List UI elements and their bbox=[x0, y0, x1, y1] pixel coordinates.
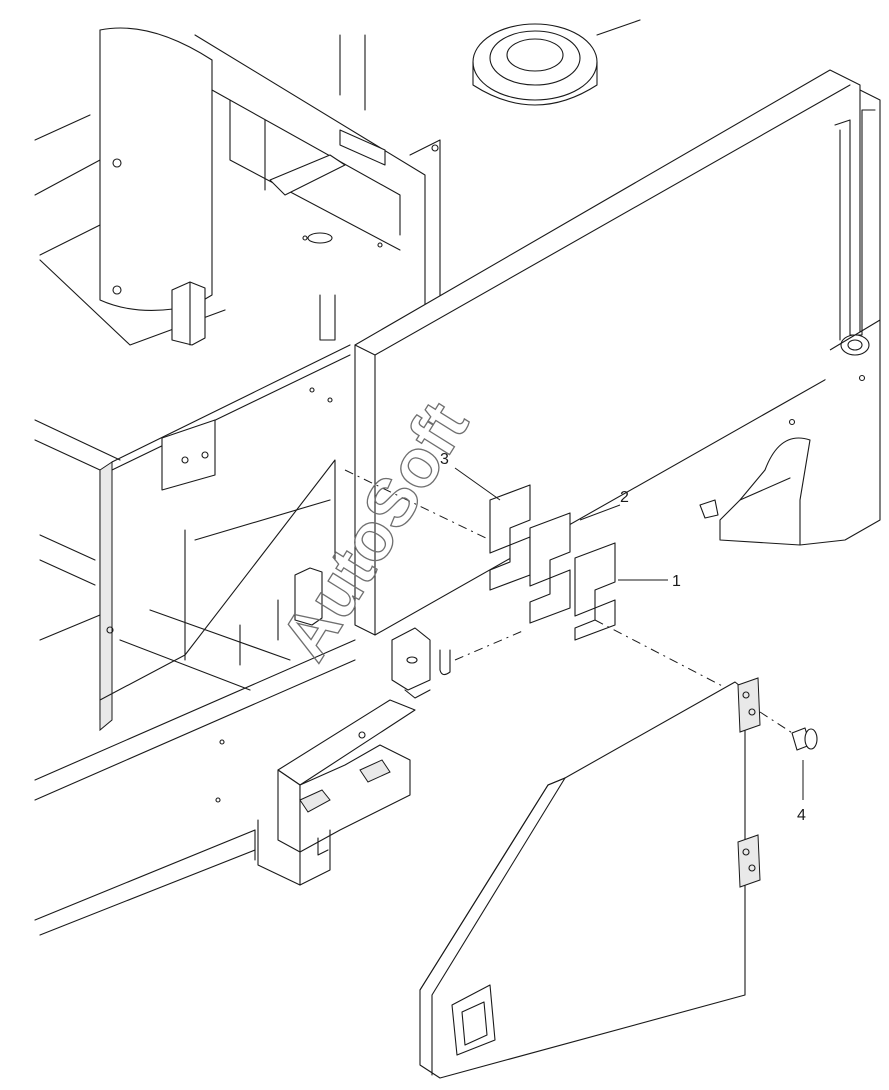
main-side-panel bbox=[354, 69, 881, 636]
hinge-mounting-bracket bbox=[257, 627, 451, 886]
callout-1: 1 bbox=[672, 573, 681, 590]
machine-frame-upper bbox=[34, 27, 441, 346]
machine-frame-lower bbox=[34, 344, 356, 936]
explosion-line-to-door bbox=[594, 619, 731, 691]
door-hinge-upper bbox=[737, 677, 761, 733]
callout-3: 3 bbox=[440, 451, 449, 468]
rotary-bearing bbox=[472, 19, 641, 106]
door-hinge-lower bbox=[737, 834, 761, 888]
explosion-line-upper bbox=[344, 469, 491, 541]
shim-plate-1 bbox=[574, 542, 616, 641]
callout-4: 4 bbox=[797, 807, 806, 824]
side-door-cover bbox=[419, 677, 761, 1079]
explosion-line-lower bbox=[454, 629, 526, 661]
callout-2: 2 bbox=[620, 489, 629, 506]
shim-plate-2 bbox=[529, 512, 571, 624]
leader-2 bbox=[579, 504, 621, 521]
bolt-part-4 bbox=[759, 711, 818, 751]
leader-3 bbox=[454, 467, 501, 501]
